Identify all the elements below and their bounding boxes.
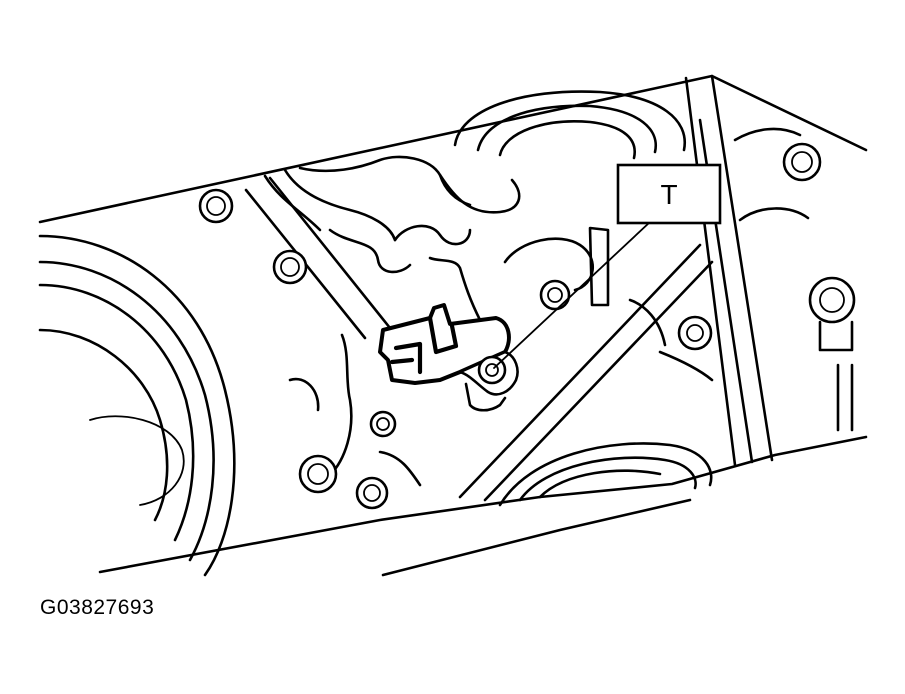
lower-idler-pulley xyxy=(498,442,713,507)
figure-code: G03827693 xyxy=(40,596,155,619)
bolt-right-upper xyxy=(782,142,822,182)
upper-idler-pulley xyxy=(453,90,687,160)
drive-belt xyxy=(244,74,774,502)
bolt-top-left xyxy=(198,188,234,224)
bolt-left-lower xyxy=(298,454,338,494)
bolt-bottom-center xyxy=(355,476,389,510)
callout-box: T xyxy=(616,163,722,225)
bolt-left-mid xyxy=(272,249,308,285)
alternator-housing xyxy=(263,155,521,322)
bolt-right-mid xyxy=(808,276,856,352)
bolt-center xyxy=(369,410,397,438)
callout-label: T xyxy=(660,179,677,210)
engine-bracket xyxy=(288,127,854,487)
bolt-under-pulley xyxy=(539,279,571,311)
crankshaft-pulley xyxy=(38,234,236,577)
callout-leader-line xyxy=(493,221,651,369)
bolt-center-right xyxy=(677,315,713,351)
